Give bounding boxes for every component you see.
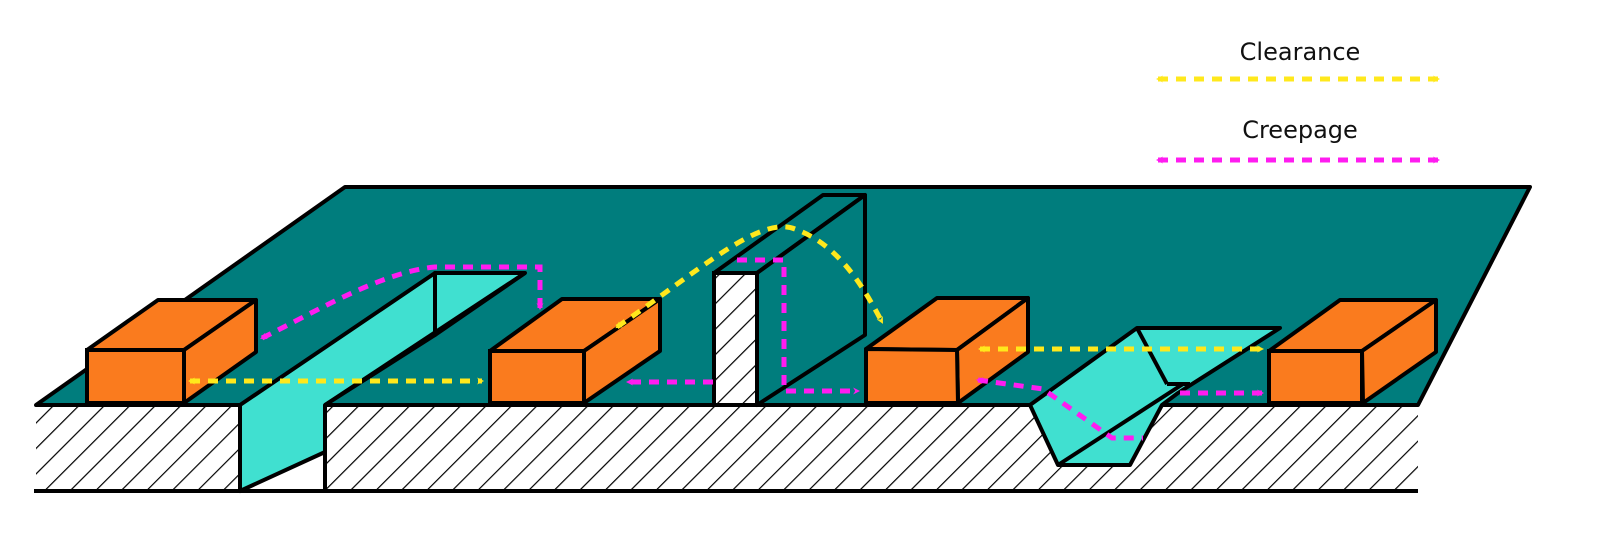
clearance-path-pad2-pad3 xyxy=(615,224,885,330)
component-pad-4 xyxy=(1267,298,1438,405)
creepage-path-barrier-pad3 xyxy=(737,257,861,395)
clearance-paths xyxy=(187,224,1265,385)
barrier-wall xyxy=(712,193,1030,407)
creepage-path-pad1-pad2 xyxy=(260,264,544,341)
component-pad-1 xyxy=(85,298,258,405)
legend-clearance-label: Clearance xyxy=(1239,38,1361,66)
creepage-paths xyxy=(260,257,1265,441)
creepage-path-pad3-vgroove xyxy=(975,377,1143,441)
v-groove xyxy=(1028,326,1418,467)
legend-creepage-label: Creepage xyxy=(1242,116,1358,144)
